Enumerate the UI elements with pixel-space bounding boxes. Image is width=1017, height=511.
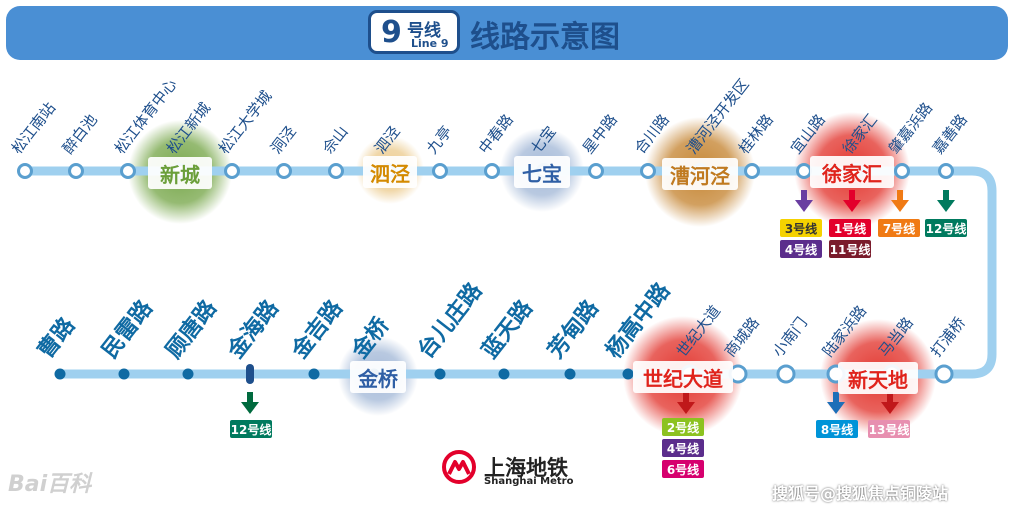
station-dot: [224, 163, 240, 179]
transfer-badge-label: 12号线: [925, 221, 967, 236]
station-dot: [54, 368, 66, 380]
transfer-badge: 12号线: [230, 420, 272, 438]
transfer-arrow: [795, 200, 813, 212]
station-dot: [622, 368, 634, 380]
zone-label-box: 世纪大道: [633, 361, 733, 393]
station-dot: [120, 163, 136, 179]
transfer-badge: 12号线: [925, 219, 967, 237]
station-dot: [796, 163, 812, 179]
line-hao: 号线: [407, 21, 441, 41]
zone-label-box: 徐家汇: [810, 156, 894, 188]
station-dot: [498, 368, 510, 380]
watermark-right: 搜狐号@搜狐焦点铜陵站: [772, 484, 949, 503]
transfer-badge: 13号线: [868, 420, 910, 438]
transfer-arrow: [801, 190, 807, 202]
transfer-badge-label: 8号线: [820, 422, 854, 437]
station-dot: [328, 163, 344, 179]
station-dot: [182, 368, 194, 380]
transfer-arrow: [843, 200, 861, 212]
transfer-arrow: [891, 200, 909, 212]
transfer-badge-label: 13号线: [868, 422, 910, 437]
station-dot: [68, 163, 84, 179]
transfer-arrow: [937, 200, 955, 212]
station-dot: [432, 163, 448, 179]
station-dot: [276, 163, 292, 179]
transfer-arrow: [943, 190, 949, 202]
transfer-badge-label: 6号线: [666, 462, 700, 477]
zone-label: 新城: [160, 162, 200, 187]
transfer-arrow: [897, 190, 903, 202]
transfer-badge-label: 4号线: [784, 242, 818, 257]
transfer-badge-label: 1号线: [833, 221, 867, 236]
transfer-badge: 7号线: [878, 219, 920, 237]
transfer-arrow: [241, 402, 259, 414]
zone-label-box: 漕河泾: [662, 158, 738, 190]
zone-label-box: 泗泾: [363, 156, 417, 188]
route-line: [20, 166, 997, 379]
zone-label: 世纪大道: [643, 366, 723, 391]
zone-label-box: 新城: [148, 157, 212, 189]
transfer-badge-label: 11号线: [829, 242, 871, 257]
transfer-badge: 1号线: [829, 219, 871, 237]
station-dot: [484, 163, 500, 179]
transfer-arrow: [683, 392, 689, 404]
zone-label-box: 金桥: [350, 361, 406, 393]
transfer-arrow: [833, 392, 839, 404]
station-dot: [17, 163, 33, 179]
transfer-badge: 6号线: [662, 460, 704, 478]
transfer-badge-label: 12号线: [230, 422, 272, 437]
transfer-badge: 2号线: [662, 418, 704, 436]
station-dot: [640, 163, 656, 179]
station-dot: [938, 163, 954, 179]
zone-label-box: 新天地: [838, 362, 918, 394]
transfer-arrow: [247, 392, 253, 404]
zone-label-box: 七宝: [514, 156, 570, 188]
station-dot: [308, 368, 320, 380]
station-dot: [894, 163, 910, 179]
station-dot: [564, 368, 576, 380]
station-dot: [588, 163, 604, 179]
transfer-badge: 11号线: [829, 240, 871, 258]
zone-label: 漕河泾: [670, 163, 730, 188]
transfer-badge: 3号线: [780, 219, 822, 237]
page-title: 线路示意图: [470, 20, 620, 55]
transfer-badge-label: 3号线: [784, 221, 818, 236]
station-dot: [934, 364, 954, 384]
zone-label: 七宝: [522, 161, 562, 186]
transfer-arrow: [849, 190, 855, 202]
station-dot: [744, 163, 760, 179]
transfer-badge-label: 7号线: [882, 221, 916, 236]
shanghai-metro-logo-icon: [442, 450, 476, 484]
transfer-arrow: [881, 402, 899, 414]
zone-label: 徐家汇: [822, 161, 882, 186]
line-badge: 9 号线 Line 9: [368, 10, 460, 54]
logo-text-cn: 上海地铁: [484, 456, 568, 480]
zone-label: 金桥: [358, 366, 398, 391]
zone-label: 新天地: [848, 367, 908, 392]
station-dot: [776, 364, 796, 384]
zone-label: 泗泾: [370, 161, 410, 186]
transfer-badge-label: 2号线: [666, 420, 700, 435]
title-banner: [6, 6, 1008, 60]
watermark-left: Bai百科: [8, 472, 92, 497]
station-dot: [246, 364, 254, 384]
transfer-badge: 8号线: [816, 420, 858, 438]
line-en: Line 9: [411, 37, 449, 50]
transfer-badge-label: 4号线: [666, 441, 700, 456]
station-dot: [434, 368, 446, 380]
transfer-arrow: [827, 402, 845, 414]
station-dot: [118, 368, 130, 380]
transfer-arrow: [887, 392, 893, 404]
logo-text-en: Shanghai Metro: [484, 476, 574, 487]
line-number: 9: [381, 15, 402, 50]
transfer-arrow: [677, 402, 695, 414]
transfer-badge: 4号线: [780, 240, 822, 258]
transfer-badge: 4号线: [662, 439, 704, 457]
